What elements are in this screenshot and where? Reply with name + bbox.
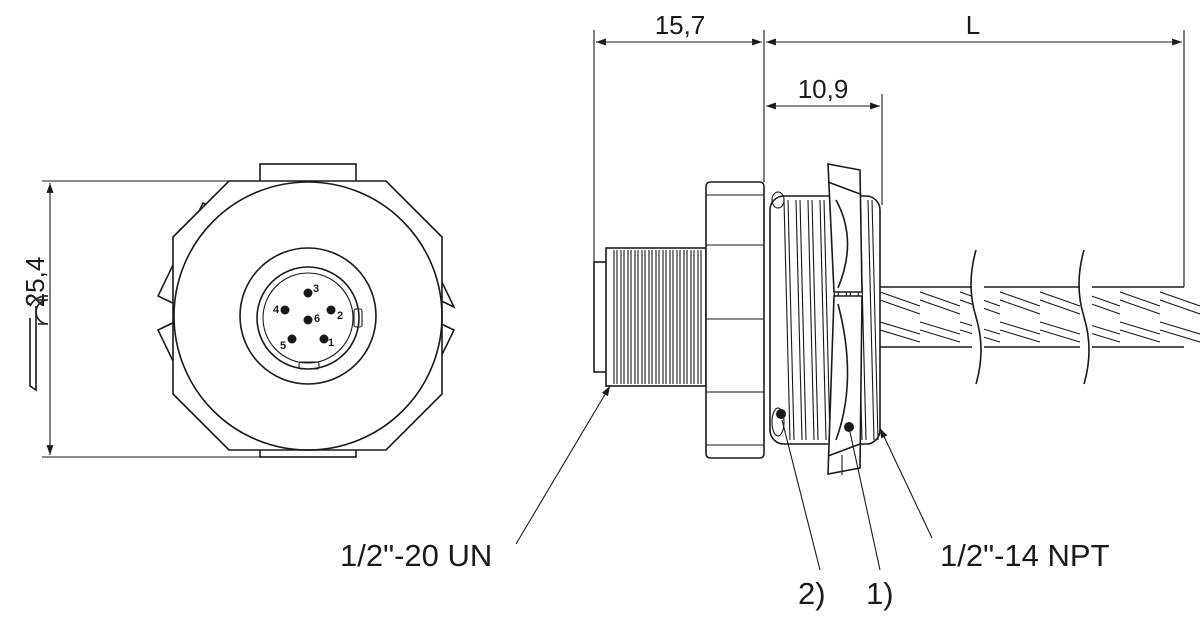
- dimension-width: 25,4: [20, 180, 260, 458]
- dimension-nut-length: 10,9: [766, 74, 883, 205]
- dimension-front-length-label: 15,7: [655, 10, 706, 40]
- lock-washer: [827, 163, 863, 475]
- pin-label-5: 5: [280, 340, 286, 352]
- seal-ring-top: [771, 191, 785, 209]
- callout-note-2-label: 2): [798, 576, 826, 611]
- pin-1: [319, 334, 329, 344]
- dimension-cable-length: L: [766, 10, 1185, 287]
- pin-label-1: 1: [328, 337, 334, 349]
- pin-5: [287, 334, 297, 344]
- receptacle: [239, 247, 377, 385]
- callout-note-1: 1): [849, 431, 894, 611]
- pin-2: [326, 305, 336, 315]
- callout-note-1-label: 1): [866, 576, 894, 611]
- pin-6: [303, 315, 313, 325]
- front-face: [173, 181, 443, 451]
- pin-label-2: 2: [337, 310, 343, 322]
- pin-3: [303, 288, 313, 298]
- callout-note-2: 2): [781, 419, 826, 611]
- dimension-nut-length-label: 10,9: [798, 74, 849, 104]
- cable: [879, 249, 1200, 385]
- front-thread: [593, 247, 707, 387]
- callout-rear-thread-label: 1/2"-14 NPT: [940, 538, 1110, 573]
- contact-pins: 3 4 2 6 5 1: [273, 283, 343, 352]
- note-2-dot: [776, 409, 786, 419]
- pin-label-6: 6: [314, 313, 320, 325]
- callout-front-thread: 1/2"-20 UN: [340, 385, 611, 573]
- note-1-dot: [844, 422, 854, 432]
- wrench-icon: [29, 295, 49, 392]
- seal-ring: [771, 407, 785, 437]
- body-outline: [172, 180, 443, 451]
- front-thread-lines: [613, 250, 702, 384]
- side-view: [593, 163, 1200, 475]
- front-view: 3 4 2 6 5 1 25,4: [20, 163, 456, 458]
- dimension-front-length: 15,7: [593, 10, 765, 262]
- pin-4: [280, 305, 290, 315]
- pin-label-4: 4: [273, 304, 280, 316]
- pin-label-3: 3: [313, 283, 319, 295]
- dimension-cable-length-label: L: [966, 10, 980, 40]
- callout-rear-thread: 1/2"-14 NPT: [879, 427, 1110, 573]
- hex-nut: [705, 181, 765, 459]
- callout-front-thread-label: 1/2"-20 UN: [340, 538, 492, 573]
